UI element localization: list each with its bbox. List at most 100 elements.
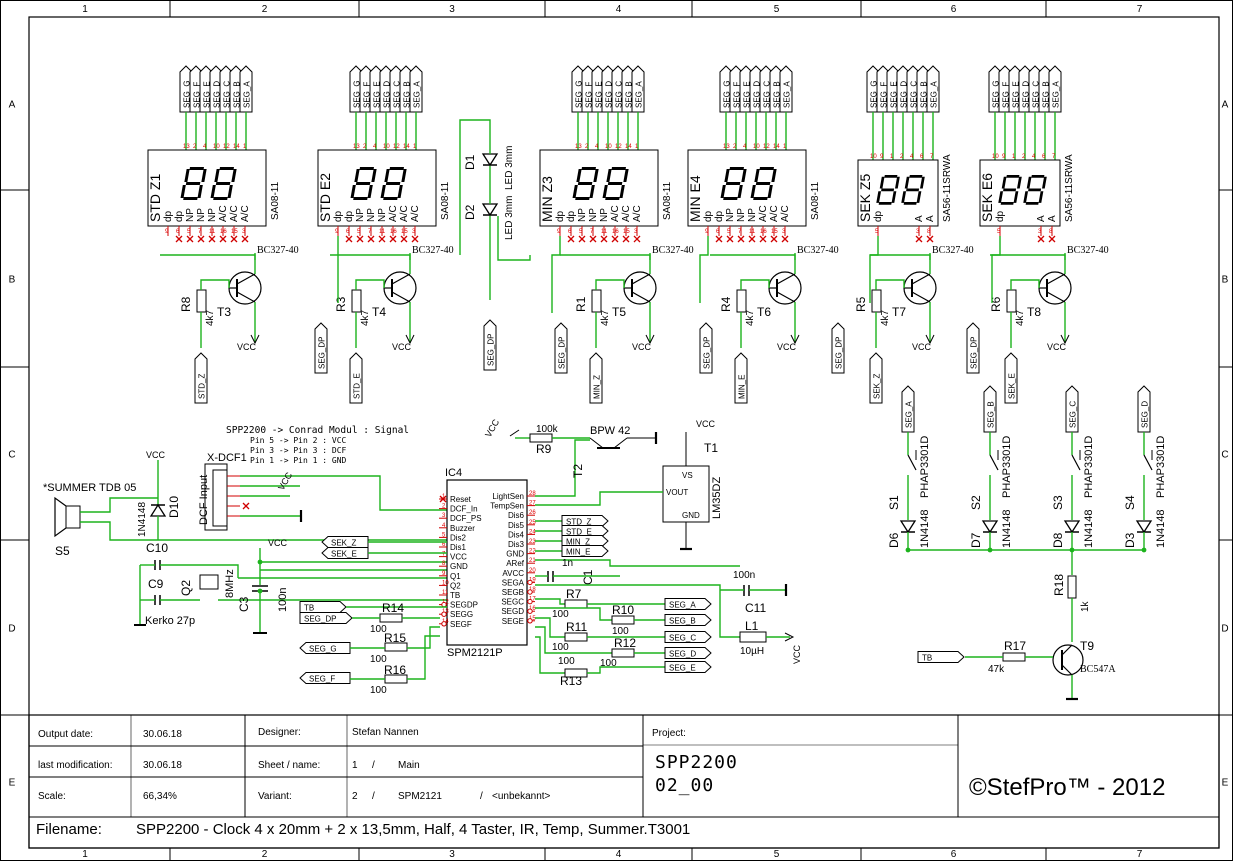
segment [1006,175,1020,178]
display-name: MIN E4 [687,175,703,222]
no-connect-marker [589,235,597,243]
digit-glyph [750,167,777,200]
display-pin-label: NP [366,208,377,222]
display-pin-number: 3 [916,229,920,235]
summer-switch-name: S5 [55,544,70,558]
display-pin-number: 4 [1032,154,1036,160]
transistor-signal-flag: STD_E [353,373,362,399]
no-connect-stroke [208,235,216,243]
ic-pin-number: 21 [529,558,536,564]
transistor-t9 [1052,644,1084,676]
seg-dp-flag-left: SEG_DP [304,615,336,624]
diode-name: D6 [887,532,901,548]
r14-value: 100 [370,624,387,635]
ic-pin-label: TempSen [490,502,524,511]
segment [353,197,368,200]
display-pin-number: 6 [1042,154,1046,160]
display-pin-label: A/C [632,205,643,222]
dis-flag: STD_Z [566,518,591,527]
display-pin-label: A/C [621,205,632,222]
display-seg-label: SEG_A [635,81,644,108]
grid-col-label-top: 1 [82,4,88,15]
no-connect-stroke [400,235,408,243]
lightsen-wire [535,439,590,497]
tb-flag-left: TB [304,604,314,613]
display-pin-label: dp [703,210,714,222]
segment [231,169,237,182]
segment [1000,202,1014,205]
display-pin-number: 16 [760,229,767,235]
transistor-signal-flag-flag [869,352,883,404]
c11-value: 100n [733,570,755,581]
transistor-signal-flag: MIN_Z [593,375,602,399]
r13-value: 100 [558,656,575,667]
lm35-gnd: GND [682,511,700,520]
diode-triangle [981,520,999,534]
no-connect-stroke [242,502,250,510]
designer-value: Stefan Nannen [352,727,419,738]
resistor-r11 [564,632,588,642]
no-connect-marker [926,235,934,243]
segment [1026,176,1032,189]
diode-triangle [481,203,499,217]
gnd-wire [535,559,740,567]
segment [891,191,897,203]
grid-col-label-bottom: 1 [82,849,88,860]
dp-signal-flag: SEG_DP [318,337,327,369]
segment [606,169,612,182]
resistor-value: 4k7 [205,309,216,326]
no-connect-stroke [378,235,386,243]
display-pin-number: 11 [601,229,608,235]
display-pin-number: 12 [615,144,622,150]
no-connect-marker [1037,235,1045,243]
led-d1-name: D1 [463,154,477,170]
display-pin-number: 5 [727,229,731,235]
ic-pin-label: GND [450,562,468,571]
diode-d10 [149,503,167,517]
transistor-emitter [1046,273,1066,285]
ic-pin-inverted [441,621,447,627]
seg-b-flag-flag [664,614,712,626]
display-pin-number: 9 [335,229,339,235]
r13-name: R13 [560,674,582,688]
display-part-number: SA08-11 [440,181,451,220]
segment [380,185,386,198]
vcc-arrow [1060,334,1070,345]
display-pin-number: 6 [716,229,720,235]
button-signal-flag-flag [901,385,915,433]
display-pin-label: NP [377,208,388,222]
segment [1023,191,1029,203]
avcc-wire [535,584,721,590]
no-connect-marker [345,235,353,243]
collector-bus [870,254,931,260]
segment [909,175,923,178]
display-pin-number: 6 [920,154,924,160]
r16-name: R16 [384,663,406,677]
display-seg-label: SEG_E [595,81,604,108]
segment [904,176,910,189]
transistor-emitter [776,273,796,285]
ic-pin-label: SEGC [501,598,524,607]
display-body [539,149,659,227]
display-seg-label: SEG_G [992,80,1001,108]
ic-pin-number: 7 [442,552,446,558]
switch-lever [989,454,999,471]
no-connect-stroke [600,235,608,243]
display-seg-label: SEG_G [183,80,192,108]
display-seg-label: SEG_C [1032,81,1041,108]
segment [998,191,1004,203]
collector-bus [330,254,411,260]
no-connect-stroke [926,235,934,243]
no-connect-stroke [578,235,586,243]
ic-pin-number: 9 [442,571,446,577]
bpw42-name: BPW 42 [590,425,630,437]
display-pin-label: NP [588,208,599,222]
display-pin-number: 3 [242,229,246,235]
no-connect-stroke [356,235,364,243]
button-signal-flag: SEG_A [905,401,914,428]
l1-value: 10µH [740,646,764,657]
display-pin-number: 5 [875,229,879,235]
display-name: SEK E6 [979,173,995,222]
no-connect-stroke [197,235,205,243]
